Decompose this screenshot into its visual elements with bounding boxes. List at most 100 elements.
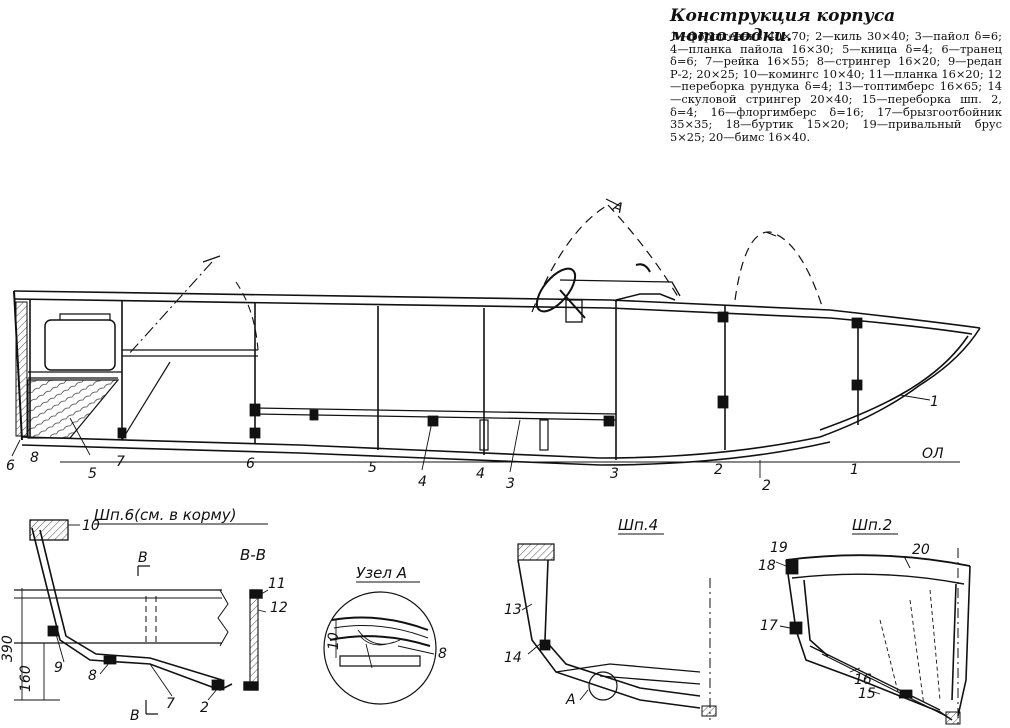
leader-1 — [899, 394, 931, 401]
s2-label: 17 — [760, 618, 778, 634]
legend-item: 17—брызгоотбойник 35×35; — [670, 104, 1003, 132]
windshield-arc — [607, 204, 681, 301]
s6-leader — [207, 687, 219, 701]
s2-floor — [809, 645, 941, 711]
legend-item: 6—транец δ=6; — [670, 41, 1003, 69]
stringer-block — [249, 427, 261, 439]
stem — [819, 327, 981, 438]
steering-box — [565, 299, 583, 323]
s6-cut-bot — [145, 700, 158, 715]
part-label: 1 — [930, 394, 939, 410]
node-a-grain — [333, 625, 429, 639]
stringer-block — [851, 379, 863, 391]
section-6-title: Шп.6(см. в корму) — [94, 506, 237, 524]
windshield-frame — [559, 279, 681, 297]
part-label: 5 — [88, 466, 97, 482]
stringer-block — [539, 419, 549, 451]
legend-item: 11—планка 16×20; — [868, 66, 984, 81]
s2-label: 19 — [770, 540, 788, 556]
section-bb-view — [243, 589, 269, 691]
legend-item: 19—привальный брус 5×25; — [670, 117, 1002, 144]
stringer-block — [117, 427, 127, 439]
s2-deck — [785, 554, 971, 567]
a-arrow — [605, 198, 621, 207]
bb-foot — [243, 681, 259, 691]
stringer-block — [717, 311, 729, 323]
s6-leader — [55, 633, 65, 663]
legend-item: 15—переборка шп. 2, δ=4; — [670, 91, 1002, 119]
node-a-view — [323, 591, 437, 705]
section-2-labels: Шп.2 19 18 20 17 16 15 — [758, 516, 930, 702]
s4-floor-low — [599, 675, 701, 685]
legend-item: 7—рейка 16×55; — [705, 54, 810, 69]
section-mark: 2 — [714, 462, 723, 478]
s4-label: А — [565, 692, 576, 708]
s2-label: 15 — [858, 686, 876, 702]
s2-leader — [775, 555, 911, 695]
s6-coaming — [29, 519, 69, 541]
steering-column — [559, 289, 586, 319]
keel-inner — [21, 441, 831, 466]
dim-390: 390 — [0, 635, 16, 662]
s4-floor — [555, 663, 701, 673]
legend-item: 5—кница δ=4; — [842, 41, 933, 56]
bb-strip — [249, 589, 259, 691]
s4-leader — [521, 603, 589, 701]
section-4-view — [517, 543, 717, 720]
wind-flag — [635, 263, 651, 273]
node-a-plank — [329, 635, 431, 647]
section-6-labels: Шп.6(см. в корму) 390 160 В В 10 9 8 7 2 — [0, 506, 268, 724]
s6-stringer — [211, 679, 225, 691]
s2-inner-left — [803, 579, 829, 657]
s2-inner-right — [951, 583, 957, 701]
legend-item: 14—скуловой стрингер 20×40; — [670, 79, 1002, 106]
stem-inner — [819, 335, 969, 431]
section-mark: 4 — [476, 466, 485, 482]
s4-side-inner — [544, 559, 701, 697]
legend-item: 20—бимс 16×40. — [708, 129, 811, 144]
s4-label: 13 — [504, 602, 522, 618]
side-view — [11, 198, 981, 478]
s2-chine — [789, 621, 803, 635]
section-mark: 1 — [850, 462, 859, 478]
keel — [21, 436, 821, 459]
s2-label: 18 — [758, 558, 776, 574]
stringer-block — [427, 415, 439, 427]
stringer-block — [603, 415, 615, 427]
s4-keel — [701, 705, 717, 717]
stringer-block — [249, 403, 261, 417]
s2-block — [899, 689, 913, 699]
legend-item: 13—топтимберс 16×65; — [837, 79, 983, 94]
cover-arc — [734, 231, 823, 307]
dash-panel — [615, 293, 676, 301]
side-view-labels: ОЛ А 8 7 6 5 4 3 2 1 6 5 4 3 2 1 — [6, 198, 944, 494]
node-a-labels: Узел А 10 8 — [326, 564, 447, 662]
s6-label: 9 — [54, 660, 63, 676]
node-a-dim-label: 10 — [326, 632, 342, 650]
tank-top — [59, 313, 111, 320]
fuel-tank — [44, 319, 116, 371]
legend-item: 2—киль 30×40; — [815, 29, 910, 43]
legend-item: 8—стрингер 16×20; — [816, 54, 941, 69]
gunwale-inner — [13, 298, 973, 335]
s6-label: 2 — [200, 700, 209, 716]
awning-tick — [765, 231, 777, 237]
stern-awning-arc — [235, 281, 259, 351]
section-2-view — [775, 548, 971, 725]
locker-shelf — [28, 371, 122, 379]
bb-cap — [249, 589, 263, 599]
section-mark: 5 — [368, 460, 377, 476]
s6-label: 10 — [82, 518, 100, 534]
windshield-arc — [531, 204, 609, 313]
node-a-plank — [331, 616, 429, 631]
node-a-label: 8 — [438, 646, 447, 662]
part-label: 2 — [762, 478, 771, 494]
dim-160: 160 — [18, 665, 34, 692]
part-label: 3 — [506, 476, 515, 492]
awning-tick — [202, 255, 221, 263]
section-mark: 7 — [116, 454, 125, 470]
s6-break — [217, 589, 229, 647]
section-bb-labels: В-В 11 12 — [240, 546, 288, 616]
cut-mark-bottom: В — [130, 708, 140, 724]
